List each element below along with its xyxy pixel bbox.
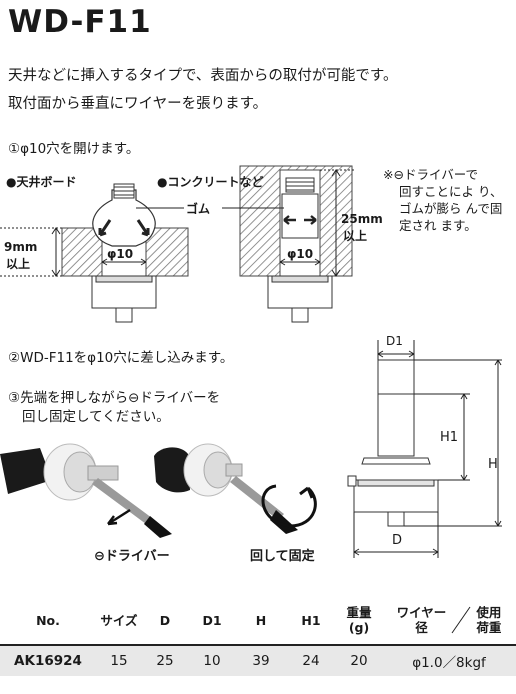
note-line-1: ※⊖ドライバーで [383, 167, 478, 182]
header-load-2: 荷重 [476, 620, 502, 635]
header-wire-load: ワイヤー 径 使用 荷重 [382, 596, 516, 645]
label-25mm: 25mm [341, 212, 383, 226]
header-weight: 重量 (g) [336, 596, 382, 645]
header-size: サイズ [100, 612, 138, 628]
header-load-1: 使用 [476, 605, 502, 620]
step-1-text: ①φ10穴を開けます。 [8, 141, 140, 157]
cell-wire-load: φ1.0／8kgf [382, 645, 516, 676]
label-rubber: ゴム [186, 202, 211, 216]
cell-d: 25 [142, 645, 188, 676]
header-h: H [255, 612, 267, 628]
label-9mm: 9mm [4, 240, 38, 254]
intro-line-1: 天井などに挿入するタイプで、表面からの取付が可能です。 [8, 68, 398, 84]
photo-turn [154, 443, 317, 534]
installation-diagram [0, 165, 356, 323]
install-photos [0, 443, 317, 538]
step-2-text: ②WD-F11をφ10穴に差し込みます。 [8, 350, 234, 366]
dim-d1: D1 [386, 334, 403, 348]
cell-no: AK16924 [0, 645, 96, 676]
label-ceiling-board: ●天井ボード [6, 175, 77, 189]
ceiling-board-diagram [0, 183, 189, 323]
cell-d1: 10 [188, 645, 236, 676]
label-9mm-sub: 以上 [6, 257, 31, 271]
label-driver: ⊖ドライバー [94, 549, 170, 564]
label-phi10-right: φ10 [287, 247, 314, 261]
header-weight-1: 重量 [346, 605, 372, 620]
table-header-row: No. サイズ D D1 H H1 重量 (g) ワイヤー 径 使用 荷重 [0, 596, 516, 645]
header-d: D [159, 612, 171, 628]
label-phi10-left: φ10 [107, 247, 134, 261]
photo-screwdriver [0, 443, 172, 538]
note-text: ※⊖ドライバーで 回すことによ り、ゴムが膨ら んで固定され ます。 [383, 166, 511, 234]
dimension-drawing [347, 340, 502, 558]
spec-table: No. サイズ D D1 H H1 重量 (g) ワイヤー 径 使用 荷重 A [0, 596, 516, 676]
concrete-diagram [239, 165, 356, 323]
table-row: AK16924 15 25 10 39 24 20 φ1.0／8kgf [0, 645, 516, 676]
page-title: WD-F11 [8, 4, 152, 40]
dim-d: D [392, 533, 403, 548]
label-turn-fix: 回して固定 [250, 549, 315, 564]
cell-h1: 24 [286, 645, 336, 676]
step-3-line-1: ③先端を押しながら⊖ドライバーを [8, 390, 221, 406]
header-d1: D1 [202, 612, 222, 628]
cell-weight: 20 [336, 645, 382, 676]
step-3-line-2: 回し固定してください。 [22, 409, 170, 425]
dim-h: H [488, 457, 498, 472]
intro-line-2: 取付面から垂直にワイヤーを張ります。 [8, 96, 268, 112]
label-concrete: ●コンクリートなど [157, 175, 264, 189]
header-weight-2: (g) [348, 620, 370, 635]
header-wire-2: 径 [415, 620, 428, 635]
header-wire-1: ワイヤー [396, 605, 447, 620]
header-no: No. [36, 612, 60, 628]
note-rest: 回すことによ り、ゴムが膨ら んで固定され ます。 [399, 184, 503, 233]
header-h1: H1 [301, 612, 321, 628]
dim-h1: H1 [440, 430, 459, 445]
slash-divider [451, 606, 471, 634]
label-25mm-sub: 以上 [343, 229, 368, 243]
cell-h: 39 [236, 645, 286, 676]
cell-size: 15 [96, 645, 142, 676]
